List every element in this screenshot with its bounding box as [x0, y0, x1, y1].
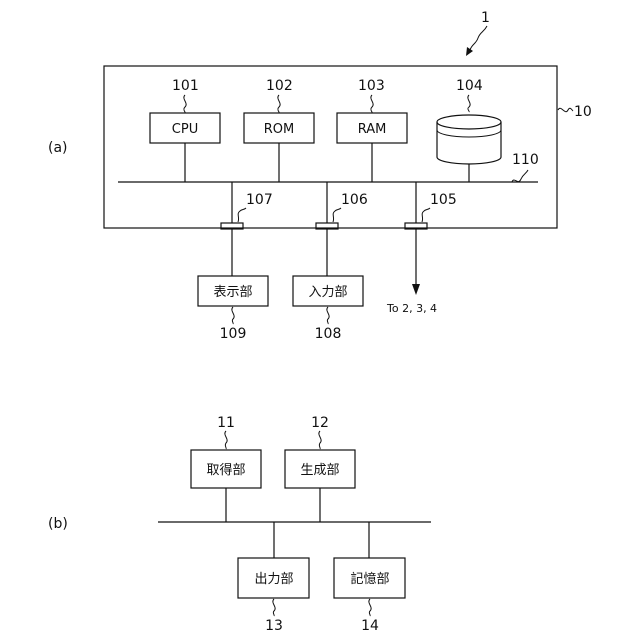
rom-label: ROM [264, 122, 294, 137]
system-ref-arrowhead [466, 47, 473, 56]
system-ref: 1 [481, 10, 490, 26]
panel-label-b: (b) [48, 516, 68, 532]
system-ref-leader [470, 26, 487, 50]
component-ref-leader-rom [278, 95, 280, 113]
unit-ref-storage: 14 [361, 618, 379, 634]
display-unit-ref: 109 [220, 326, 247, 342]
component-ref-leader-storage [468, 95, 470, 112]
input-unit-ref-leader [327, 307, 329, 324]
input-unit-label: 入力部 [308, 285, 347, 300]
unit-ref-leader-output [273, 599, 275, 616]
interface-ref-106: 106 [341, 192, 368, 208]
interface-ref-leader-105 [422, 208, 430, 222]
component-ref-ram: 103 [358, 78, 385, 94]
interface-ref-leader-107 [238, 208, 246, 222]
unit-ref-acquisition: 11 [217, 415, 235, 431]
bus-ref: 110 [512, 152, 539, 168]
unit-ref-leader-generation [319, 431, 321, 449]
component-ref-storage: 104 [456, 78, 483, 94]
input-unit-ref: 108 [315, 326, 342, 342]
component-ref-cpu: 101 [172, 78, 199, 94]
external-destination-text: To 2, 3, 4 [386, 302, 437, 315]
unit-ref-output: 13 [265, 618, 283, 634]
display-unit-label: 表示部 [213, 285, 252, 300]
panel-label-a: (a) [48, 140, 68, 156]
unit-ref-generation: 12 [311, 415, 329, 431]
ram-label: RAM [358, 122, 387, 137]
computer-ref: 10 [574, 104, 592, 120]
external-arrowhead [412, 284, 420, 295]
computer-ref-leader [558, 108, 573, 111]
interface-ref-107: 107 [246, 192, 273, 208]
acquisition-unit-label: 取得部 [206, 462, 245, 478]
component-ref-leader-cpu [184, 95, 186, 113]
display-unit-ref-leader [232, 307, 234, 324]
unit-ref-leader-storage [369, 599, 371, 616]
component-ref-leader-ram [371, 95, 373, 113]
bus-ref-leader [512, 170, 528, 182]
interface-ref-leader-106 [333, 208, 341, 222]
output-unit-label: 出力部 [254, 572, 293, 587]
unit-ref-leader-acquisition [225, 431, 227, 449]
storage-unit-label: 記憶部 [350, 571, 389, 587]
generation-unit-label: 生成部 [300, 463, 339, 478]
component-ref-rom: 102 [266, 78, 293, 94]
cpu-label: CPU [172, 122, 198, 137]
interface-ref-105: 105 [430, 192, 457, 208]
storage-cylinder-icon [437, 115, 501, 164]
